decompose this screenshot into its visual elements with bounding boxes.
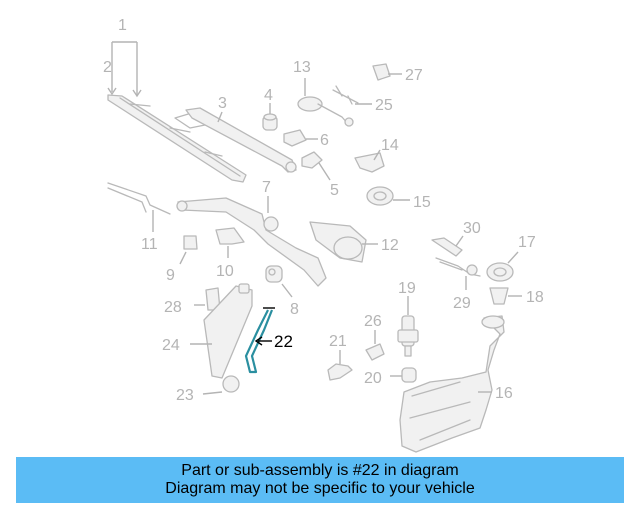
bracket-part-29	[435, 257, 481, 277]
pump-part-19	[397, 315, 419, 357]
cap-part-6	[283, 129, 307, 147]
info-banner: Part or sub-assembly is #22 in diagram D…	[16, 457, 624, 503]
wiper-arm-part	[185, 107, 297, 173]
callout-29: 29	[453, 295, 471, 312]
linkage-part-13	[297, 96, 354, 127]
clip-part-10	[215, 227, 245, 245]
callout-5: 5	[330, 182, 339, 199]
callout-3: 3	[218, 95, 227, 112]
nut-part-5	[301, 151, 323, 169]
callout-18: 18	[526, 289, 544, 306]
callout-4: 4	[264, 87, 273, 104]
clip-part-9	[183, 235, 198, 250]
callout-8: 8	[290, 301, 299, 318]
wiper-blade-part	[107, 94, 247, 183]
callout-28: 28	[164, 299, 182, 316]
bushing-part-8	[265, 265, 283, 283]
callout-11: 11	[141, 236, 158, 253]
callout-17: 17	[518, 234, 536, 251]
reservoir-bracket-part-24	[203, 283, 253, 379]
bracket-part-25	[332, 85, 359, 105]
callout-10: 10	[216, 263, 234, 280]
callout-21: 21	[329, 333, 347, 350]
callout-12: 12	[381, 237, 399, 254]
callout-13: 13	[293, 59, 311, 76]
hose-part-21	[327, 363, 353, 381]
callout-16: 16	[495, 385, 513, 402]
callout-6: 6	[320, 132, 329, 149]
grommet-part-23	[222, 375, 240, 393]
callout-25: 25	[375, 97, 393, 114]
callout-30: 30	[463, 220, 481, 237]
washer-reservoir-part-16	[399, 315, 505, 453]
callout-22: 22	[274, 332, 293, 351]
parts-diagram: 1 2 3 4 5 6 7 8 9 10 11 12 13 14 15 16 1…	[103, 17, 544, 453]
pump-cap-part-17	[486, 262, 514, 282]
rod-part-11	[107, 182, 171, 215]
sensor-part-30	[431, 237, 463, 257]
callout-19: 19	[398, 280, 416, 297]
linkage-part-7	[176, 197, 327, 287]
grommet-part-20	[401, 367, 417, 383]
callout-23: 23	[176, 387, 194, 404]
seal-part-18	[489, 287, 509, 305]
banner-line-1: Part or sub-assembly is #22 in diagram	[181, 462, 459, 479]
callout-26: 26	[364, 313, 382, 330]
cover-part-14	[354, 152, 385, 173]
grommet-part-4	[262, 113, 278, 131]
callout-14: 14	[381, 137, 399, 154]
connector-part-27	[372, 63, 391, 81]
callout-2: 2	[103, 59, 112, 76]
callout-27: 27	[405, 67, 423, 84]
callout-15: 15	[413, 194, 431, 211]
hose-part-22-highlighted	[244, 307, 275, 374]
callout-20: 20	[364, 370, 382, 387]
callout-7: 7	[262, 179, 271, 196]
mount-part-15	[366, 186, 394, 206]
callout-24: 24	[162, 337, 180, 354]
banner-line-2: Diagram may not be specific to your vehi…	[165, 480, 475, 497]
nozzle-part-26	[365, 343, 385, 361]
motor-part-12	[309, 221, 367, 263]
callout-9: 9	[166, 267, 175, 284]
callout-1: 1	[118, 17, 127, 34]
